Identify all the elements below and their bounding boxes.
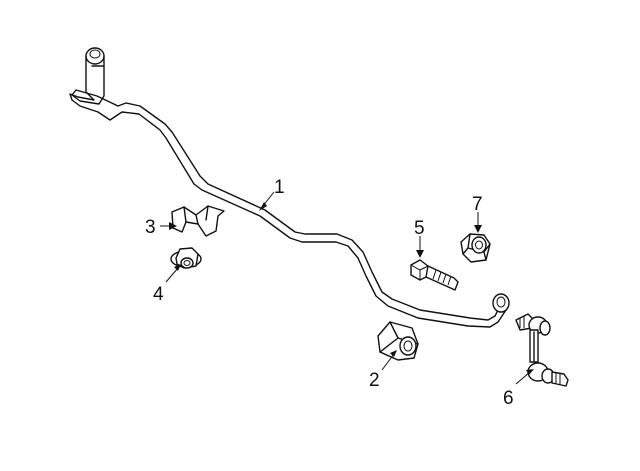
flange-nut	[170, 247, 202, 269]
callout-2: 2	[369, 370, 380, 391]
callout-6: 6	[503, 388, 514, 409]
callout-3: 3	[145, 217, 156, 238]
callout-7: 7	[472, 194, 483, 215]
callout-4: 4	[153, 284, 164, 305]
bushing-bracket	[171, 205, 225, 237]
bolt	[410, 259, 459, 291]
bushing	[377, 321, 419, 361]
callout-5: 5	[414, 218, 425, 239]
callout-labels: 1 2 3 4 5 6 7	[145, 177, 514, 409]
callout-1: 1	[274, 177, 285, 198]
stabilizer-link	[515, 313, 569, 387]
stabilizer-bar	[69, 47, 510, 328]
nut	[460, 233, 491, 263]
leader-lines	[160, 191, 534, 385]
